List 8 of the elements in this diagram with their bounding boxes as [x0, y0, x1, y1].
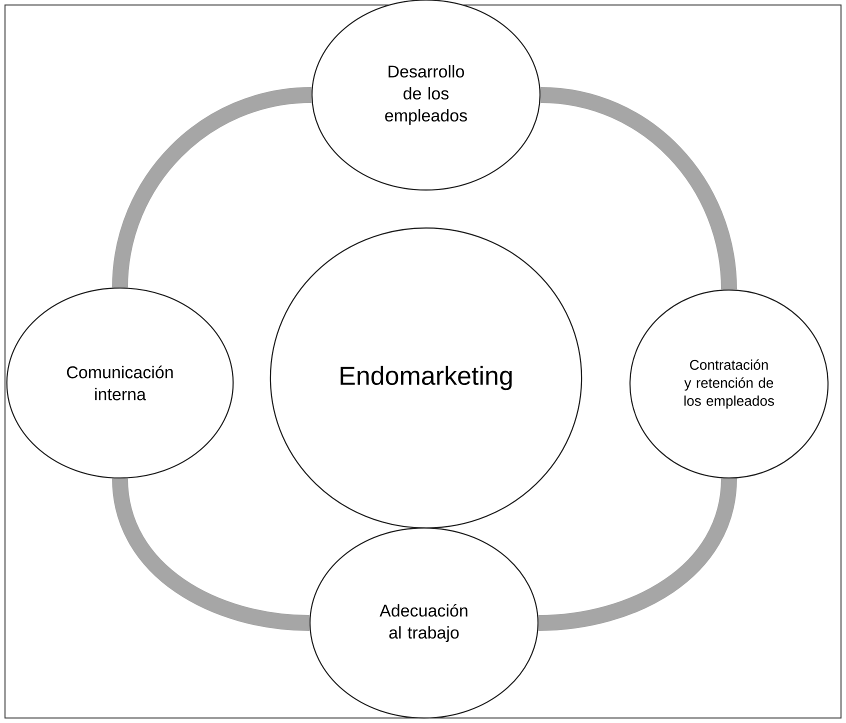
ring-segment — [540, 87, 737, 290]
circle-node: Contratación y retención de los empleados — [629, 289, 829, 479]
circle-node: Comunicación interna — [6, 287, 234, 479]
ring-segment — [538, 478, 737, 631]
node-label: Adecuación al trabajo — [380, 604, 468, 642]
ring-segment — [112, 478, 310, 631]
circle-node: Adecuación al trabajo — [309, 527, 539, 719]
ring-segment — [112, 87, 312, 288]
